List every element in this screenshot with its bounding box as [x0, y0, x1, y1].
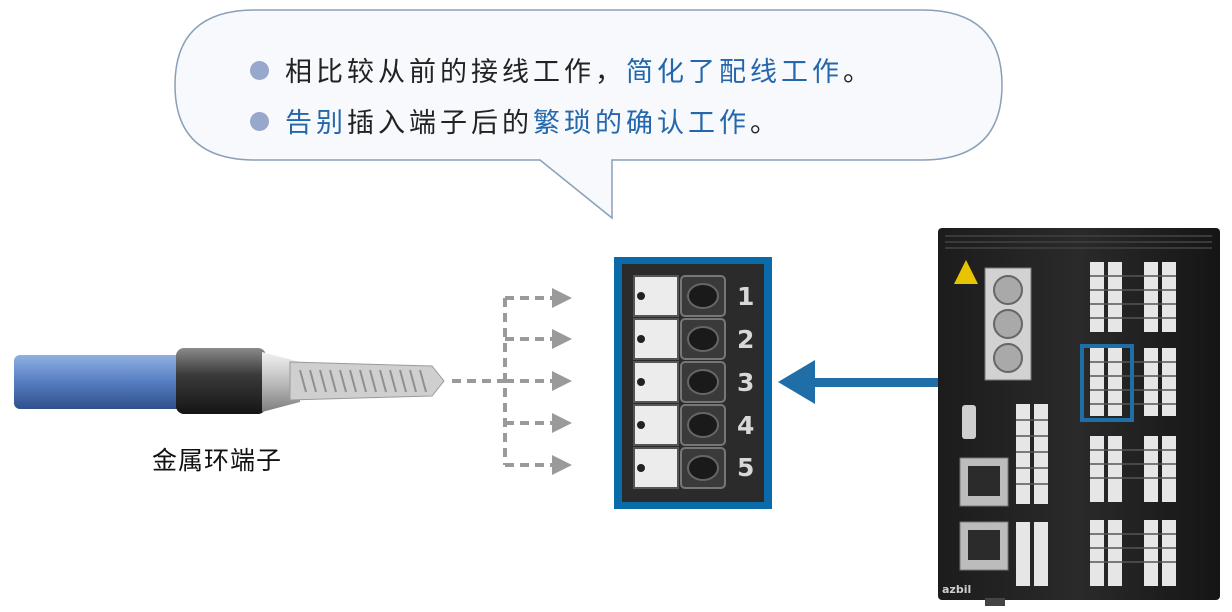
bullet-icon — [250, 61, 269, 80]
terminal-number-2: 2 — [737, 325, 755, 354]
controller-device — [938, 228, 1220, 606]
bubble-line-1: 相比较从前的接线工作，简化了配线工作。 — [250, 50, 874, 89]
terminal-caption: 金属环端子 — [152, 446, 283, 475]
highlight-frame — [1080, 344, 1134, 422]
ferrule-terminal-cable — [14, 348, 445, 414]
bubble-line-2: 告别插入端子后的繁琐的确认工作。 — [250, 101, 781, 140]
device-terminal-column — [1016, 262, 1176, 586]
dashed-connector-arrows — [452, 296, 552, 467]
terminal-number-3: 3 — [737, 368, 755, 397]
terminal-number-1: 1 — [737, 282, 755, 311]
line1-seg2: 简化了配线工作 — [626, 57, 843, 88]
line2-seg2: 插入端子后的 — [347, 108, 533, 139]
dashed-arrow-heads — [552, 288, 572, 475]
line1-seg3: 。 — [843, 57, 874, 88]
bullet-icon — [250, 112, 269, 131]
warning-icon — [954, 260, 978, 284]
terminal-number-5: 5 — [737, 453, 755, 482]
line2-seg1: 告别 — [285, 108, 347, 139]
line2-seg3: 繁琐的确认工作 — [533, 108, 750, 139]
line2-seg4: 。 — [750, 108, 781, 139]
speech-bubble — [174, 9, 1003, 220]
device-brand-label: azbil — [942, 583, 972, 596]
line1-seg1: 相比较从前的接线工作， — [285, 57, 626, 88]
usb-port — [962, 405, 976, 439]
terminal-slots — [633, 275, 726, 489]
terminal-block-closeup — [614, 257, 772, 509]
terminal-number-4: 4 — [737, 411, 755, 440]
